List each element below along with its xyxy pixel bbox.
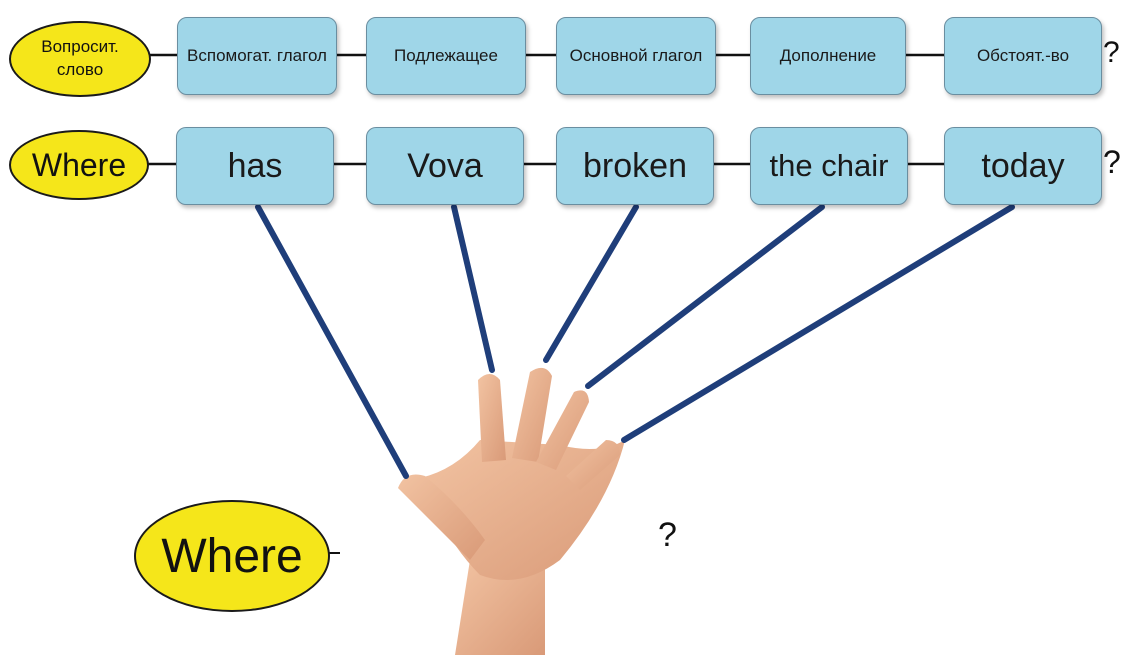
word-box-today: today [944,127,1102,205]
adverbial-box-ru: Обстоят.-во [944,17,1102,95]
aux-verb-box-ru: Вспомогат. глагол [177,17,337,95]
question-word-ellipse-ru: Вопросит. слово [9,21,151,97]
word-box-broken: broken [556,127,714,205]
word-box-the-chair: the chair [750,127,908,205]
question-word-ellipse-en: Where [9,130,149,200]
pointer-lines [255,204,1015,479]
bottom-question-word-ellipse: Where [134,500,330,612]
pointer-line-today [621,204,1015,443]
pointer-line-has [255,204,409,479]
pointer-line-broken [543,204,639,363]
subject-box-ru: Подлежащее [366,17,526,95]
bottom-question-mark: ? [658,516,677,554]
word-box-vova: Vova [366,127,524,205]
pointer-line-the-chair [585,204,825,389]
object-box-ru: Дополнение [750,17,906,95]
row2-question-mark: ? [1103,144,1121,180]
pointer-line-vova [451,204,495,373]
row1-question-mark: ? [1103,36,1120,69]
word-box-has: has [176,127,334,205]
main-verb-box-ru: Основной глагол [556,17,716,95]
open-hand-palm-icon [398,367,625,655]
